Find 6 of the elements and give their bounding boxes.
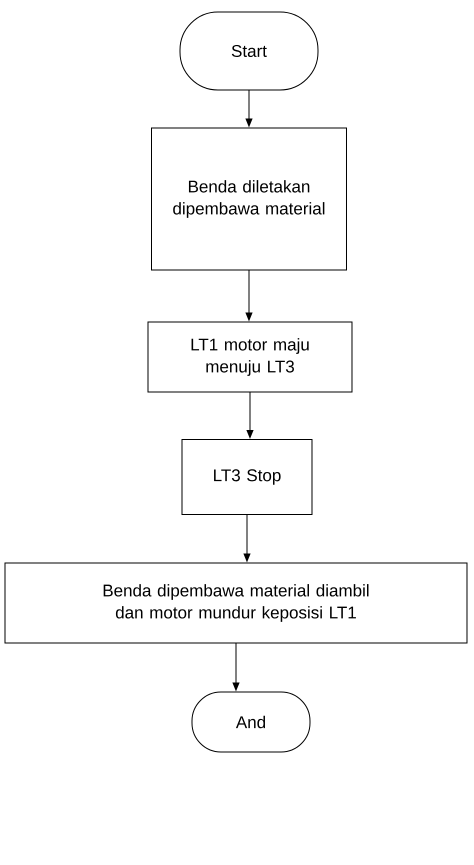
- terminal-box: And: [192, 692, 310, 752]
- process-box: LT3 Stop: [182, 439, 312, 515]
- process-box: LT1 motor maju menuju LT3: [148, 322, 352, 392]
- process-box: Benda dipembawa material diambil dan motor mundur keposisi LT1: [4, 562, 468, 644]
- terminal-box: Start: [180, 12, 318, 90]
- process-box: Benda diletakan dipembawa material: [151, 128, 347, 270]
